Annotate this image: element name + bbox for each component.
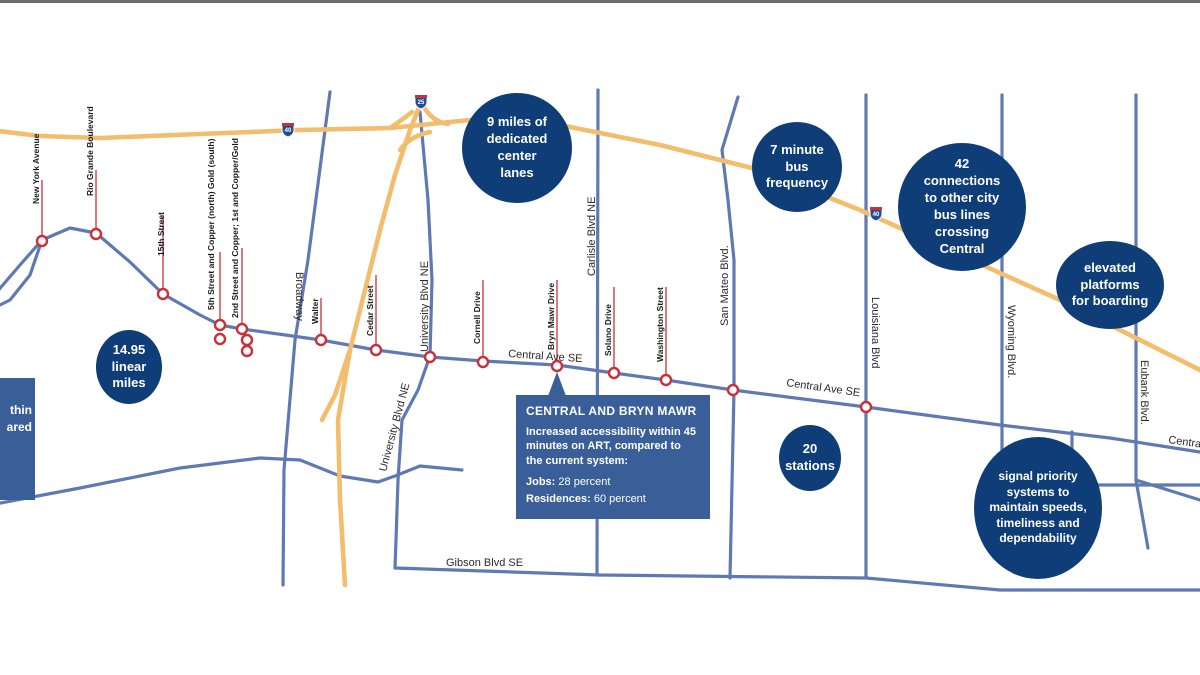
broadway-label: Broadway [293, 272, 305, 321]
station-marker[interactable] [726, 383, 740, 397]
broadway-road [281, 90, 332, 587]
i40-shield-number: 40 [285, 128, 292, 134]
central-bryn-mawr-callout: CENTRAL AND BRYN MAWR Increased accessib… [516, 395, 710, 519]
station-marker[interactable] [89, 227, 103, 241]
left-box-line-1: thin [10, 403, 32, 417]
central-ave-label-mid: Central Ave SE [786, 377, 861, 399]
i25-interchange-ramp-c [397, 129, 433, 153]
carlisle-blvd-label: Carlisle Blvd NE [586, 197, 598, 276]
bubble-stations: 20 stations [779, 425, 841, 491]
callout-residences-label: Residences: [526, 493, 591, 506]
station-marker[interactable] [476, 355, 490, 369]
university-blvd-north-road [418, 110, 434, 358]
callout-residences-value: 60 percent [593, 493, 646, 506]
university-blvd-south-road [393, 354, 432, 570]
bubble-linear-miles: 14.95 linear miles [96, 330, 162, 404]
bubble-signal-priority: signal priority systems to maintain spee… [974, 437, 1102, 579]
station-marker[interactable] [156, 287, 170, 301]
station-marker[interactable] [607, 366, 621, 380]
station-marker[interactable] [35, 234, 49, 248]
i25-interchange-ramp-d [319, 347, 353, 423]
station-marker[interactable] [235, 322, 249, 336]
i40-shield-number: 40 [873, 212, 880, 218]
bubble-center-lanes: 9 miles of dedicated center lanes [462, 93, 572, 203]
bubble-bus-frequency: 7 minute bus frequency [752, 122, 842, 212]
san-mateo-blvd-road [720, 95, 740, 580]
station-label-5th-street-copper: 5th Street and Copper (north) Gold (sout… [206, 138, 216, 310]
i40-highway [0, 117, 1200, 373]
callout-jobs-value: 28 percent [558, 475, 611, 488]
station-marker[interactable] [213, 332, 227, 346]
central-ave-label-west: Central Ave SE [508, 348, 583, 365]
i25-interchange-ramp-b [419, 101, 451, 127]
top-border [0, 0, 1200, 3]
station-label-15th-street: 15th Street [156, 212, 166, 256]
bubble-connections: 42 connections to other city bus lines c… [898, 143, 1026, 271]
university-blvd-south-label: University Blvd NE [377, 382, 412, 473]
i40-shield-icon: 40 [281, 122, 295, 138]
i25-shield-icon: 25 [414, 94, 428, 110]
station-marker[interactable] [240, 344, 254, 358]
gibson-blvd-label: Gibson Blvd SE [446, 557, 523, 569]
university-blvd-north-label: University Blvd NE [419, 261, 431, 352]
station-label-walter: Walter [310, 298, 320, 324]
station-label-bryn-mawr-drive: Bryn Mawr Drive [546, 283, 556, 350]
station-marker[interactable] [659, 373, 673, 387]
eubank-blvd-label: Eubank Blvd. [1138, 360, 1150, 425]
station-marker[interactable] [369, 343, 383, 357]
minor-road-south-west [0, 456, 464, 505]
minor-road-west-branch [0, 238, 44, 307]
san-mateo-blvd-label: San Mateo Blvd. [719, 245, 731, 326]
i25-interchange-ramp-a [387, 109, 415, 131]
left-box-line-2: ared [6, 419, 32, 434]
callout-pointer [548, 372, 566, 396]
station-marker[interactable] [859, 400, 873, 414]
left-info-box: thin ared [0, 378, 35, 500]
i25-highway [335, 97, 425, 588]
callout-title: CENTRAL AND BRYN MAWR [526, 404, 697, 418]
minor-road-far-east [1134, 478, 1200, 502]
station-label-rio-grande-boulevard: Rio Grande Boulevard [85, 106, 95, 196]
i40-shield-icon: 40 [869, 206, 883, 222]
callout-jobs-label: Jobs: [526, 475, 556, 488]
wyoming-blvd-label: Wyoming Blvd. [1005, 305, 1017, 378]
station-marker[interactable] [550, 359, 564, 373]
station-marker[interactable] [240, 333, 254, 347]
station-label-2nd-street-copper: 2nd Street and Copper; 1st and Copper/Go… [230, 138, 240, 318]
station-marker[interactable] [423, 350, 437, 364]
central-ave-road [0, 226, 1200, 454]
gibson-blvd-road [393, 566, 1200, 592]
station-label-cedar-street: Cedar Street [365, 285, 375, 336]
station-label-new-york-avenue: New York Avenue [31, 133, 41, 204]
callout-jobs-line: Jobs: 28 percent [526, 474, 700, 492]
station-marker[interactable] [213, 318, 227, 332]
station-label-solano-drive: Solano Drive [603, 304, 613, 356]
callout-residences-line: Residences: 60 percent [526, 491, 700, 509]
bubble-elevated-platforms: elevated platforms for boarding [1056, 241, 1164, 329]
central-ave-label-east: Central [1168, 434, 1200, 451]
callout-description: Increased accessibility within 45 minute… [526, 426, 696, 467]
station-marker[interactable] [314, 333, 328, 347]
i25-shield-number: 25 [418, 100, 425, 106]
station-label-washington-street: Washington Street [655, 287, 665, 362]
station-label-cornell-drive: Cornell Drive [472, 291, 482, 344]
louisiana-blvd-label: Louisiana Blvd [869, 297, 881, 369]
